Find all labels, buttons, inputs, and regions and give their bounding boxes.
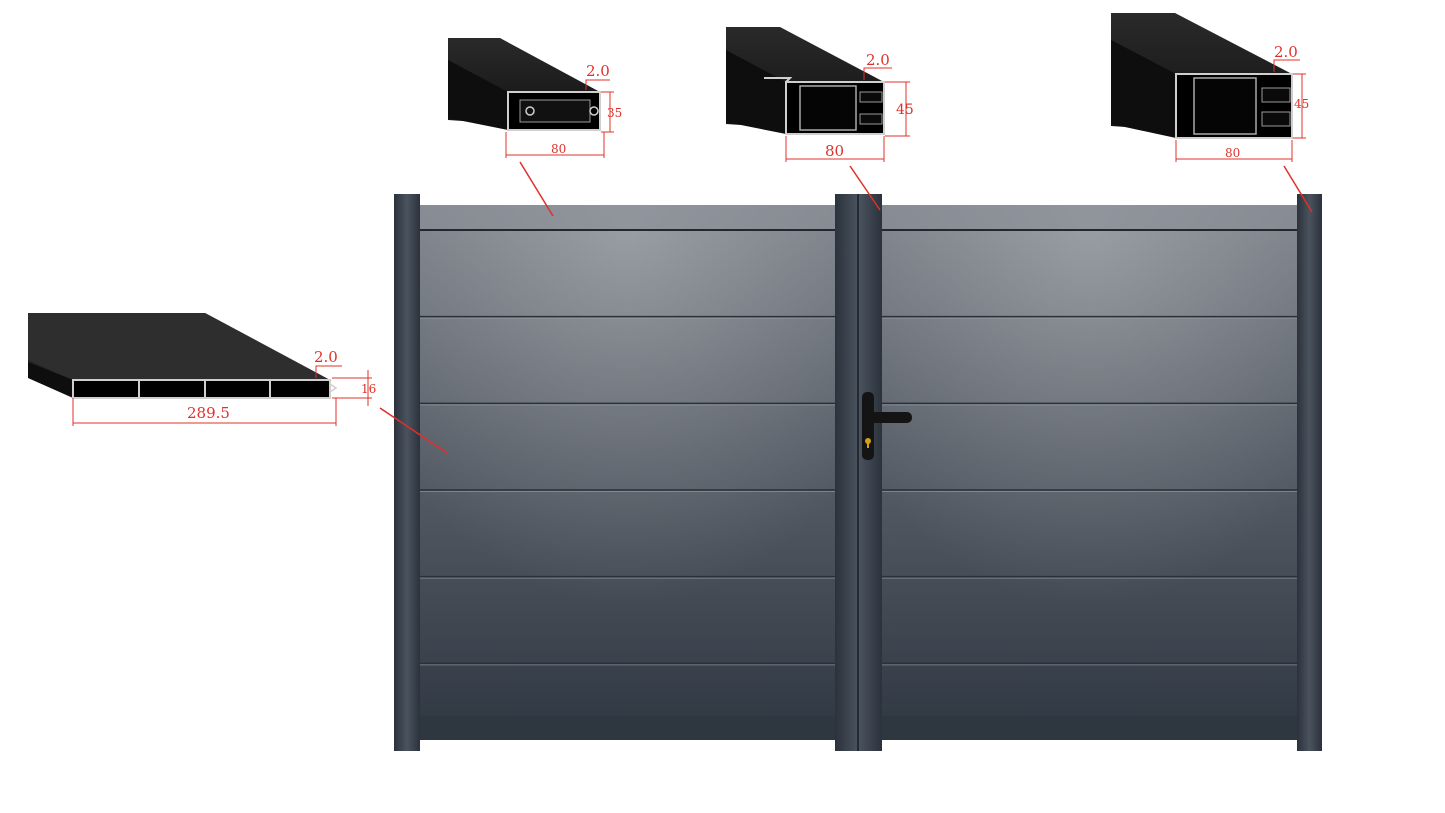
center-post-width-label: 80 xyxy=(825,142,844,160)
side-post-dimensions xyxy=(1175,59,1306,162)
left-leaf xyxy=(420,205,835,740)
center-post-profile xyxy=(726,27,885,135)
rail-thickness-label: 2.0 xyxy=(586,62,610,80)
panel-dimensions xyxy=(72,365,372,426)
panel-height-label: 16 xyxy=(361,382,376,396)
panel-thickness-label: 2.0 xyxy=(314,348,338,366)
lever-handle-icon[interactable] xyxy=(862,392,912,460)
center-post-thickness-label: 2.0 xyxy=(866,51,890,69)
side-post-thickness-label: 2.0 xyxy=(1274,43,1298,61)
keyhole-icon xyxy=(865,438,871,448)
leader-lines xyxy=(379,161,1313,454)
right-leaf xyxy=(882,205,1297,740)
gate xyxy=(394,194,1322,751)
rail-height-label: 35 xyxy=(607,106,622,120)
panel-width-label: 289.5 xyxy=(187,404,230,422)
center-post-dimensions xyxy=(785,67,910,162)
side-post-width-label: 80 xyxy=(1225,146,1240,160)
right-top-rail xyxy=(882,205,1297,230)
side-post-profile xyxy=(1111,13,1293,139)
left-top-rail xyxy=(420,205,835,230)
rail-profile xyxy=(448,38,601,131)
left-panel-rows xyxy=(420,315,835,666)
center-post-height-label: 45 xyxy=(896,102,914,118)
right-post xyxy=(1297,194,1322,751)
right-panel-rows xyxy=(882,315,1297,666)
panel-profile xyxy=(28,313,338,399)
left-post xyxy=(394,194,420,751)
rail-dimensions xyxy=(505,79,614,158)
side-post-height-label: 45 xyxy=(1294,97,1309,111)
rail-width-label: 80 xyxy=(551,142,566,156)
